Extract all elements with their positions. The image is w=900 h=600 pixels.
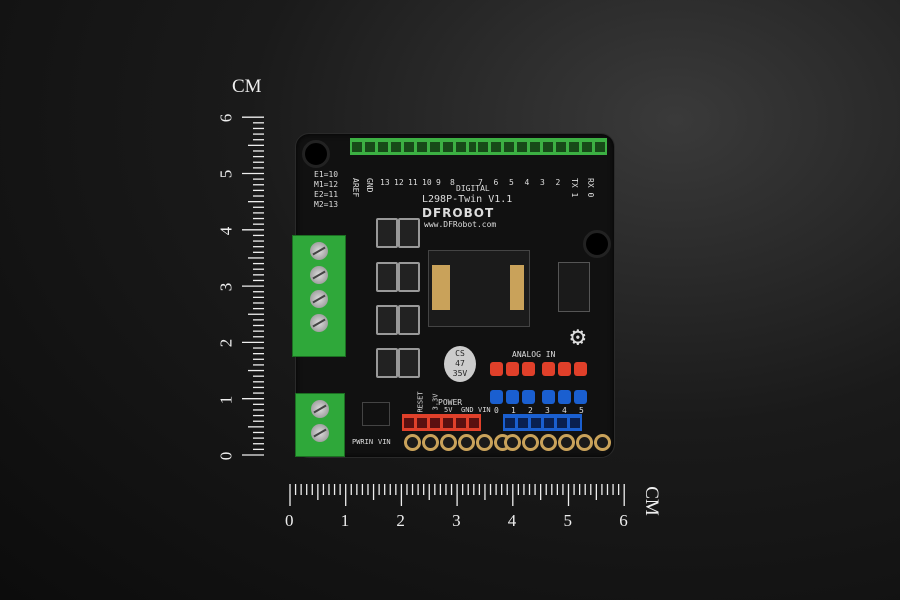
power-pin-label: 3.3V xyxy=(431,393,440,411)
heat-tab xyxy=(510,265,524,310)
digital-label: DIGITAL xyxy=(456,184,490,193)
digital-pin-label: TX 1 xyxy=(570,178,579,198)
power-pads xyxy=(404,434,512,455)
ruler-label: 5 xyxy=(216,170,236,179)
screw-icon xyxy=(310,314,328,332)
analog-pin-label: 1 xyxy=(511,406,516,415)
power-pin-label: 5V xyxy=(444,406,453,414)
digital-pin-label: 6 xyxy=(493,178,499,187)
horizontal-ruler-unit: CM xyxy=(640,486,662,516)
motor-terminal-block xyxy=(292,235,346,357)
mounting-hole xyxy=(583,230,611,258)
power-pin-label: RESET xyxy=(416,391,425,413)
digital-pin-label: 11 xyxy=(408,178,418,187)
analog-jumper-red xyxy=(490,362,535,376)
digital-pin-label: 9 xyxy=(436,178,441,187)
digital-pin-label: 12 xyxy=(394,178,404,187)
ruler-label: 5 xyxy=(563,511,573,530)
gear-icon: ⚙ xyxy=(570,322,586,352)
screw-icon xyxy=(310,242,328,260)
ruler-label: 3 xyxy=(216,282,236,292)
ruler-label: 2 xyxy=(396,511,405,530)
jumper-label-pwrin: PWRIN xyxy=(352,438,374,446)
digital-pin-label: GND xyxy=(365,178,374,193)
ruler-label: 1 xyxy=(340,511,350,530)
analog-pin-label: 4 xyxy=(562,406,567,415)
analog-jumper-red xyxy=(542,362,587,376)
diode xyxy=(398,262,420,292)
ruler-label: 1 xyxy=(216,395,236,404)
analog-pads xyxy=(504,434,612,455)
screw-icon xyxy=(311,400,329,418)
ruler-label: 0 xyxy=(216,451,236,461)
power-pin-label: GND xyxy=(461,406,474,414)
digital-pin-label: 2 xyxy=(555,178,561,187)
analog-label: ANALOG IN xyxy=(512,350,556,359)
screw-icon xyxy=(310,266,328,284)
analog-header xyxy=(503,414,582,431)
digital-pin-label: 13 xyxy=(380,178,390,187)
brand-url: www.DFRobot.com xyxy=(424,220,497,229)
digital-pin-label: 3 xyxy=(540,178,545,187)
power-label: POWER xyxy=(438,398,463,407)
mounting-hole xyxy=(302,140,330,168)
capacitor-label: 35V xyxy=(452,369,468,378)
digital-pin-label: 7 xyxy=(478,178,483,187)
diode xyxy=(376,305,398,335)
digital-pin-label: RX 0 xyxy=(585,178,595,198)
pin-map-entry: E2=11 xyxy=(314,190,339,199)
analog-pin-label: 2 xyxy=(528,406,533,415)
power-terminal-block xyxy=(295,393,345,457)
vertical-ruler-unit: CM xyxy=(232,76,262,97)
diode xyxy=(398,348,420,378)
diode xyxy=(376,262,398,292)
pin-map-entry: M1=12 xyxy=(314,180,339,189)
vertical-ruler xyxy=(242,116,264,456)
analog-pin-label: 3 xyxy=(545,406,550,415)
analog-pin-label: 5 xyxy=(579,406,584,415)
power-header xyxy=(402,414,481,431)
capacitor: CS 47 35V xyxy=(444,346,476,382)
capacitor-label: 47 xyxy=(455,359,465,368)
jumper-label-vin: VIN xyxy=(378,438,391,446)
ruler-label: 6 xyxy=(619,511,628,530)
ruler-label: 6 xyxy=(216,113,236,123)
power-jumper[interactable] xyxy=(362,402,390,426)
digital-pin-label: 8 xyxy=(450,178,455,187)
board-model: L298P-Twin V1.1 xyxy=(422,194,513,205)
horizontal-ruler xyxy=(289,484,625,506)
digital-pin-label: 4 xyxy=(524,178,530,187)
capacitor-label: CS xyxy=(455,349,465,358)
diode xyxy=(376,348,398,378)
screw-icon xyxy=(310,290,328,308)
diode xyxy=(376,218,398,248)
digital-pin-label: AREF xyxy=(351,178,360,198)
ruler-label: 2 xyxy=(216,338,236,348)
ruler-label: 3 xyxy=(452,511,461,530)
screw-icon xyxy=(311,424,329,442)
diode xyxy=(398,305,420,335)
analog-pin-label: 0 xyxy=(494,406,499,415)
brand-logo: DFROBOT xyxy=(422,206,495,220)
pin-map-entry: M2=13 xyxy=(314,200,339,209)
analog-jumper-blue xyxy=(542,390,587,404)
digital-pin-label: 5 xyxy=(509,178,514,187)
ruler-label: 0 xyxy=(285,511,294,530)
ruler-label: 4 xyxy=(507,511,517,530)
analog-jumper-blue xyxy=(490,390,535,404)
diode xyxy=(398,218,420,248)
heat-tab xyxy=(432,265,450,310)
pin-map-entry: E1=10 xyxy=(314,170,339,179)
digital-header-low xyxy=(476,138,607,155)
digital-header-high xyxy=(350,138,481,155)
digital-pin-label: 10 xyxy=(422,178,432,187)
ruler-label: 4 xyxy=(216,226,236,235)
logic-ic xyxy=(558,262,590,312)
power-pin-label: VIN xyxy=(478,406,491,414)
